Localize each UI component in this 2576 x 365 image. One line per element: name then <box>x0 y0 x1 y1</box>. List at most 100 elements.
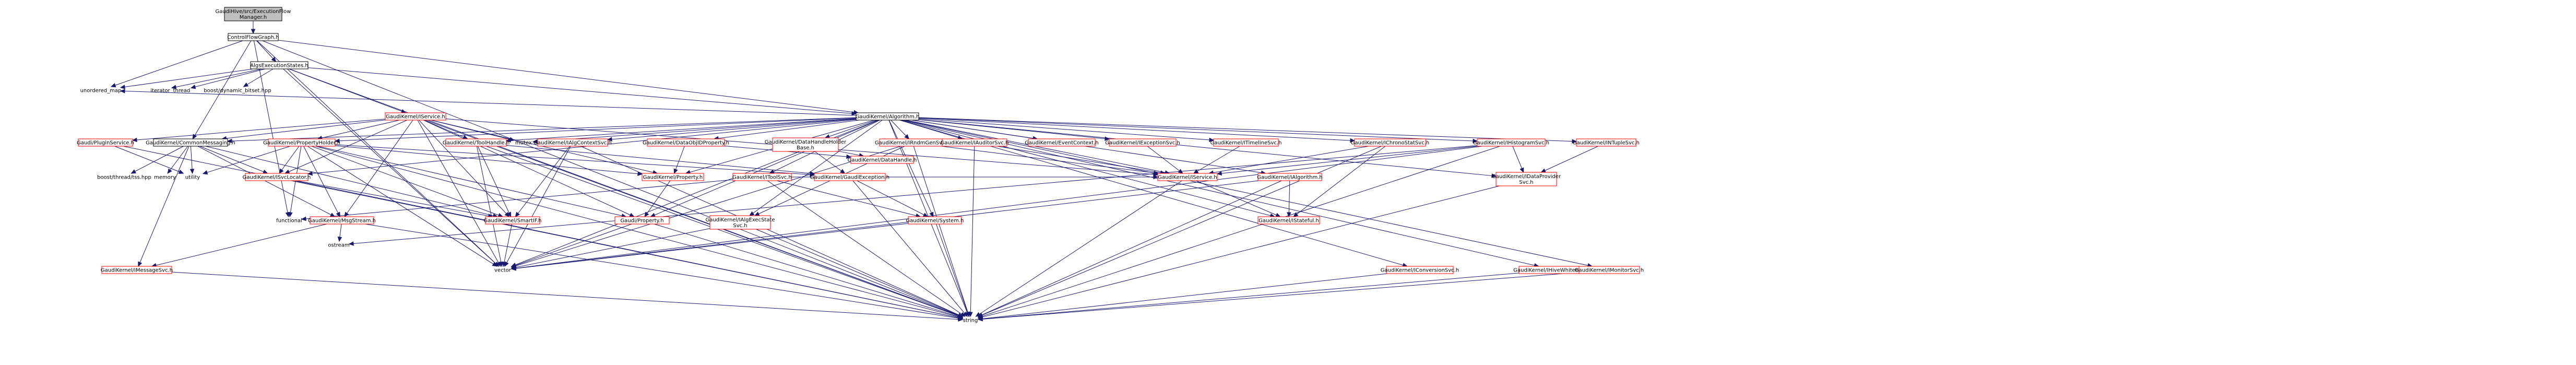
edge-ialg-to-istat <box>1288 180 1290 217</box>
node-box-imsg <box>101 266 172 274</box>
node-alg[interactable]: GaudiKernel/Algorithm.h <box>856 112 920 121</box>
arrowhead-th-to-isi <box>507 211 512 218</box>
node-isvc2[interactable]: GaudiKernel/IService.h <box>1157 173 1218 181</box>
node-gprop[interactable]: Gaudi/Property.h <box>614 216 670 225</box>
edge-alg-to-mutex <box>532 118 857 143</box>
node-dh[interactable]: GaudiKernel/DataHandle.h <box>848 156 917 164</box>
edge-isvc-to-ms <box>344 120 413 217</box>
edge-ph-to-vector <box>307 146 497 267</box>
node-label-umap: unordered_map <box>80 88 122 94</box>
node-label-isvc2: GaudiKernel/IService.h <box>1158 175 1217 181</box>
node-imsg[interactable]: GaudiKernel/IMessageSvc.h <box>101 266 173 274</box>
edge-isvc-to-string <box>425 120 963 317</box>
node-iaud[interactable]: GaudiKernel/IAuditorSvc.h <box>941 138 1009 147</box>
node-label-functional: functional <box>276 218 302 224</box>
node-iexc[interactable]: GaudiKernel/IExceptionSvc.h <box>1105 138 1180 147</box>
node-idop[interactable]: GaudiKernel/DataObjIDProperty.h <box>643 138 729 147</box>
edge-iacs-to-vector <box>504 146 571 267</box>
node-umap[interactable]: unordered_map <box>80 88 122 94</box>
node-cfg[interactable]: ControlFlowGraph.h <box>227 33 279 41</box>
node-itl[interactable]: GaudiKernel/ITimelineSvc.h <box>1210 138 1282 147</box>
edge-iaud-to-string <box>970 146 975 317</box>
node-irgs[interactable]: GaudiKernel/IRndmGenSvc.h <box>875 138 950 147</box>
node-box-iaud <box>942 138 1007 147</box>
node-aes[interactable]: AlgsExecutionStates.h <box>250 61 308 69</box>
arrowhead-alg-to-cmsg <box>227 138 232 144</box>
node-istat[interactable]: GaudiKernel/IStateful.h <box>1257 216 1320 225</box>
node-ialg[interactable]: GaudiKernel/IAlgorithm.h <box>1257 173 1323 181</box>
node-ms[interactable]: GaudiKernel/MsgStream.h <box>308 216 376 225</box>
node-mutex[interactable]: mutex <box>515 140 532 146</box>
node-label-string: string <box>963 318 978 324</box>
arrowhead-ihs-to-icdp <box>1520 167 1524 173</box>
node-th[interactable]: GaudiKernel/ToolHandle.h <box>443 138 509 147</box>
node-functional[interactable]: functional <box>276 218 302 224</box>
arrowhead-cmsg-to-btf <box>130 169 136 174</box>
node-memory[interactable]: memory <box>154 175 176 181</box>
node-vector[interactable]: vector <box>494 268 512 274</box>
node-intp[interactable]: GaudiKernel/INTupleSvc.h <box>1573 138 1640 147</box>
node-prop[interactable]: GaudiKernel/Property.h <box>642 173 704 181</box>
arrowhead-its-to-isvc2 <box>1153 174 1159 180</box>
edge-ph-to-ms <box>303 146 340 217</box>
node-cmsg[interactable]: GaudiKernel/CommonMessaging.h <box>146 138 235 147</box>
arrowhead-idop-to-dh <box>846 154 852 159</box>
node-bdb[interactable]: boost/dynamic_bitset.hpp <box>204 88 271 94</box>
edge-iexc-to-isvc2 <box>1147 146 1183 174</box>
node-imon[interactable]: GaudiKernel/IMonitorSvc.h <box>1575 266 1644 274</box>
node-label-imon: GaudiKernel/IMonitorSvc.h <box>1575 268 1644 274</box>
node-iconv[interactable]: GaudiKernel/IConversionSvc.h <box>1381 266 1459 274</box>
arrowhead-alg-to-iacs <box>607 137 612 142</box>
node-label-dhhb-line0: GaudiKernel/DataHandleHolder <box>765 139 847 145</box>
node-isvc[interactable]: GaudiKernel/IService.h <box>385 112 446 121</box>
node-ostream[interactable]: ostream <box>328 243 349 249</box>
node-isi[interactable]: GaudiKernel/SmartIF.h <box>484 216 542 225</box>
arrowhead-alg-to-isl <box>307 171 313 176</box>
node-isl[interactable]: GaudiKernel/ISvcLocator.h <box>243 173 311 181</box>
edge-isl-to-isi <box>296 180 493 217</box>
node-iacs[interactable]: GaudiKernel/IAlgContextSvc.h <box>533 138 612 147</box>
edge-idop-to-prop <box>674 146 685 174</box>
edge-ph-to-isl <box>279 146 300 174</box>
node-thread[interactable]: thread <box>173 88 191 94</box>
edge-alg-to-ihwb <box>903 120 1539 267</box>
arrowhead-ph-to-vector <box>492 262 498 267</box>
node-gexc[interactable]: GaudiKernel/GaudiException.h <box>810 173 889 181</box>
node-psvc[interactable]: Gaudi/PluginService.h <box>77 138 134 147</box>
node-ph[interactable]: GaudiKernel/PropertyHolder.h <box>263 138 340 147</box>
node-label-mutex: mutex <box>515 140 532 146</box>
arrowhead-isvc-to-psvc <box>132 137 137 143</box>
edge-ssys-to-string <box>936 223 969 317</box>
node-string[interactable]: string <box>963 318 978 324</box>
node-ec[interactable]: GaudiKernel/EventContext.h <box>1025 138 1099 147</box>
edge-cmsg-to-ms <box>197 146 335 217</box>
edge-ph-to-isi <box>311 146 503 217</box>
arrowhead-ics-to-istat <box>1293 212 1299 217</box>
arrowhead-aes-to-bdb <box>243 82 249 87</box>
edge-irgs-to-string <box>913 146 970 317</box>
node-ssys[interactable]: GaudiKernel/System.h <box>906 216 964 225</box>
node-box-aes <box>250 61 308 69</box>
node-btf[interactable]: boost/thread/tss.hpp <box>97 175 151 181</box>
node-utility[interactable]: utility <box>185 175 200 181</box>
edge-cfg-to-alg <box>278 40 859 113</box>
edge-isvc-to-th <box>424 120 468 139</box>
arrowhead-ph-to-utility <box>202 170 208 175</box>
node-label-imsg: GaudiKernel/IMessageSvc.h <box>101 268 173 274</box>
node-ics[interactable]: GaudiKernel/IChronoStatSvc.h <box>1351 138 1429 147</box>
node-label-ihwb: GaudiKernel/IHiveWhiteBoard.h <box>1513 268 1595 274</box>
node-its[interactable]: GaudiKernel/IToolSvc.h <box>732 173 792 181</box>
edge-ihs-to-vector <box>511 146 1482 269</box>
node-box-dh <box>850 156 914 164</box>
edge-imsg-to-string <box>171 272 963 320</box>
edge-cmsg-to-btf <box>131 146 184 174</box>
edge-alg-to-imon <box>904 120 1593 267</box>
node-box-cfg <box>228 33 279 41</box>
node-iter[interactable]: iterator <box>150 88 170 94</box>
edge-ph-to-functional <box>289 146 302 217</box>
node-ihs[interactable]: GaudiKernel/IHistogramSvc.h <box>1473 138 1549 147</box>
node-label-vector: vector <box>494 268 512 274</box>
